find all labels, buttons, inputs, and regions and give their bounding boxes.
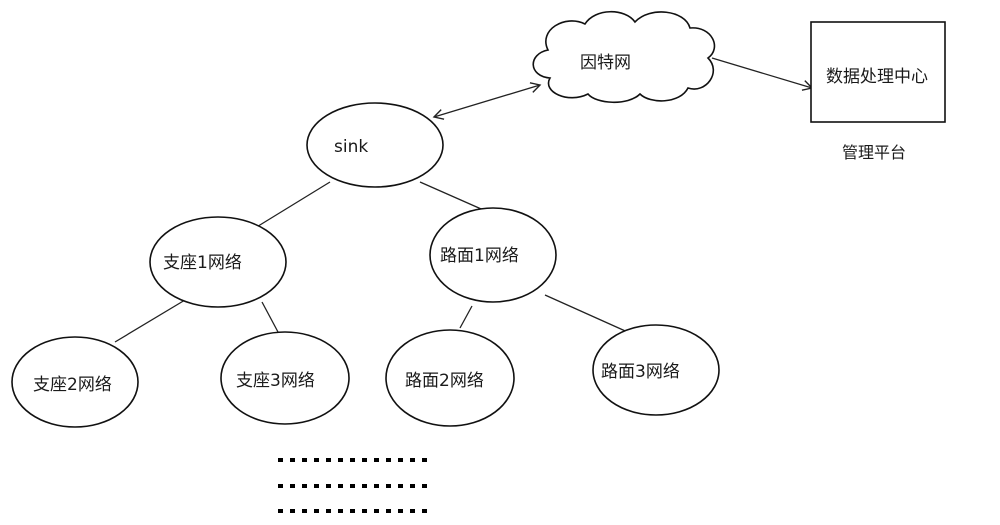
node-support3: 支座3网络 bbox=[220, 331, 350, 425]
node-road3: 路面3网络 bbox=[592, 324, 720, 416]
support3-label: 支座3网络 bbox=[236, 371, 315, 391]
edge-sink-support1 bbox=[254, 181, 331, 229]
edge-sink-internet bbox=[432, 82, 542, 120]
road3-label: 路面3网络 bbox=[601, 362, 680, 382]
road1-label: 路面1网络 bbox=[440, 246, 519, 266]
node-support2: 支座2网络 bbox=[11, 336, 139, 428]
edge-internet-datacenter bbox=[711, 57, 814, 91]
node-sink: sink bbox=[306, 102, 444, 188]
node-road2: 路面2网络 bbox=[385, 329, 515, 427]
sink-label: sink bbox=[334, 137, 368, 157]
node-support1: 支座1网络 bbox=[149, 216, 287, 308]
support2-label: 支座2网络 bbox=[33, 375, 112, 395]
edge-support1-support3 bbox=[261, 301, 279, 333]
edge-road1-road3 bbox=[544, 294, 633, 335]
internet-label: 因特网 bbox=[580, 53, 631, 73]
cloud-icon bbox=[532, 11, 716, 104]
support1-label: 支座1网络 bbox=[163, 253, 242, 273]
internet-cloud: 因特网 bbox=[532, 11, 716, 104]
road2-label: 路面2网络 bbox=[405, 371, 484, 391]
platform-caption: 管理平台 bbox=[842, 143, 906, 162]
node-road1: 路面1网络 bbox=[429, 207, 557, 303]
edge-sink-road1 bbox=[419, 181, 489, 213]
continuation-dots bbox=[278, 458, 432, 513]
edge-road1-road2 bbox=[459, 305, 473, 329]
edge-support1-support2 bbox=[114, 299, 186, 343]
data-center-label: 数据处理中心 bbox=[826, 67, 928, 87]
data-center-box: 数据处理中心 bbox=[810, 21, 946, 123]
